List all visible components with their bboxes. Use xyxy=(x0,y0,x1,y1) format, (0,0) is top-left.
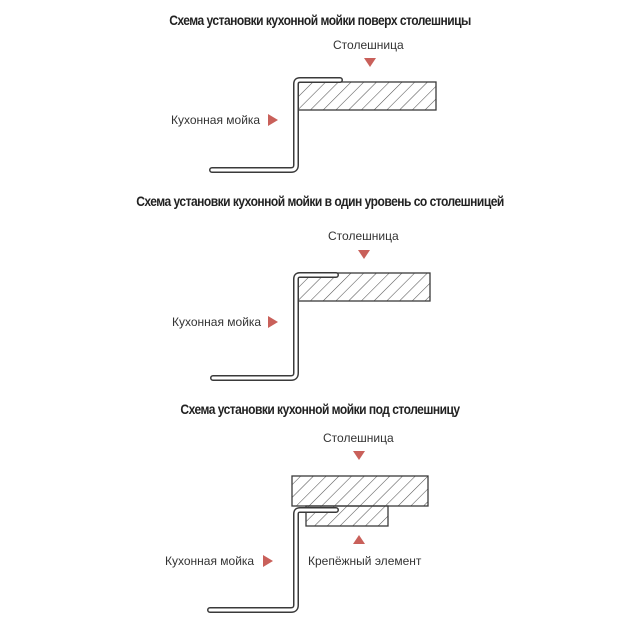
diagram-3-drawing xyxy=(207,451,429,613)
countertop-arrow-1 xyxy=(364,58,376,67)
fastener-arrow xyxy=(353,535,365,544)
countertop-label-2: Столешница xyxy=(328,229,399,243)
countertop-1 xyxy=(297,81,437,111)
sink-arrow-1 xyxy=(268,114,278,126)
countertop-3 xyxy=(291,475,429,507)
diagram-2-drawing xyxy=(210,250,431,381)
diagram-2-title: Схема установки кухонной мойки в один ур… xyxy=(136,193,504,209)
sink-arrow-3 xyxy=(263,555,273,567)
fastener-label: Крепёжный элемент xyxy=(308,554,422,568)
countertop-label-3: Столешница xyxy=(323,431,394,445)
countertop-label-1: Столешница xyxy=(333,38,404,52)
countertop-arrow-3 xyxy=(353,451,365,460)
sink-arrow-2 xyxy=(268,316,278,328)
sink-label-1: Кухонная мойка xyxy=(171,113,261,127)
diagram-1-title: Схема установки кухонной мойки поверх ст… xyxy=(169,12,471,28)
sink-label-3: Кухонная мойка xyxy=(165,554,255,568)
diagram-3-title: Схема установки кухонной мойки под столе… xyxy=(180,401,460,417)
diagram-1-drawing xyxy=(209,58,437,173)
sink-label-2: Кухонная мойка xyxy=(172,315,262,329)
countertop-arrow-2 xyxy=(358,250,370,259)
